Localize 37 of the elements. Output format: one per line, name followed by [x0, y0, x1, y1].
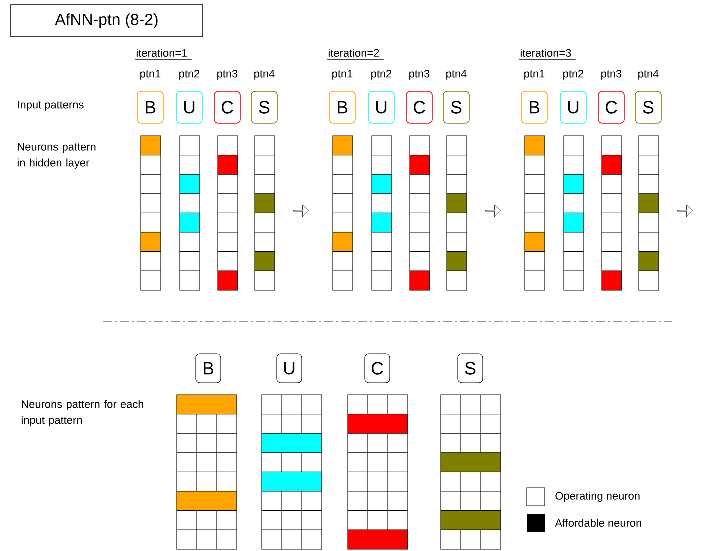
letter-box: U: [176, 91, 203, 124]
row-label: Neurons pattern for each input pattern: [22, 400, 144, 426]
pattern-label: ptn4: [446, 70, 467, 80]
pattern-label: ptn2: [372, 70, 392, 80]
letter-box: B: [329, 91, 356, 124]
pattern-label: ptn2: [180, 70, 200, 80]
pattern-label: ptn3: [218, 70, 238, 80]
letter-box: S: [458, 354, 484, 384]
legend-label: Operating neuron: [556, 492, 640, 502]
letter-box: U: [560, 91, 587, 124]
pattern-label: ptn3: [602, 70, 622, 80]
legend-label: Affordable neuron: [555, 518, 642, 528]
pattern-label: ptn4: [638, 70, 659, 80]
letter-box: S: [635, 91, 662, 124]
title-box: AfNN-ptn (8-2): [10, 4, 204, 38]
letter-box: S: [443, 91, 470, 124]
row-label: Neurons pattern in hidden layer: [18, 143, 96, 169]
letter-box: C: [406, 91, 433, 124]
pattern-label: ptn1: [524, 70, 545, 80]
letter-box: B: [137, 91, 164, 124]
letter-box: C: [214, 91, 241, 124]
pattern-label: ptn1: [332, 70, 353, 80]
iteration-heading: iteration=1: [136, 48, 188, 58]
letter-box: C: [598, 91, 625, 124]
letter-box: S: [251, 91, 278, 124]
letter-box: C: [364, 354, 390, 384]
pattern-label: ptn3: [410, 70, 430, 80]
pattern-label: ptn1: [140, 70, 161, 80]
iteration-heading: iteration=2: [328, 48, 380, 58]
letter-box: B: [196, 354, 222, 384]
letter-box: U: [368, 91, 395, 124]
letter-box: U: [276, 354, 302, 384]
iteration-heading: iteration=3: [520, 48, 572, 58]
pattern-label: ptn4: [254, 70, 275, 80]
pattern-label: ptn2: [564, 70, 584, 80]
row-label: Input patterns: [18, 101, 84, 111]
letter-box: B: [521, 91, 548, 124]
